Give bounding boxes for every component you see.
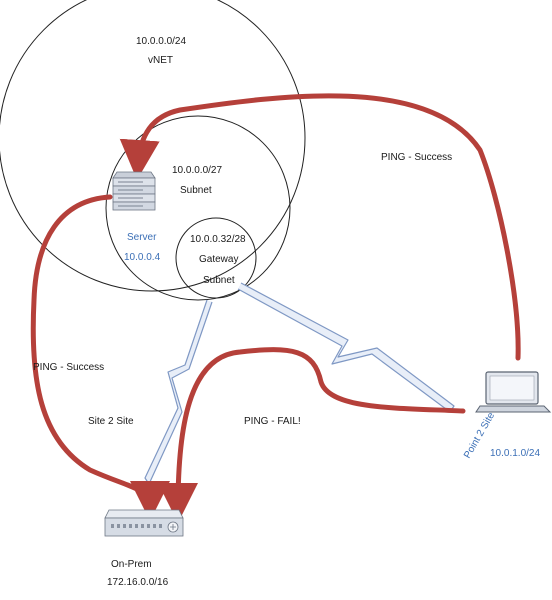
vnet-circle — [0, 0, 306, 292]
onprem-name-label: On-Prem — [111, 559, 152, 570]
subnet-circle — [105, 115, 291, 301]
arrow-p2s-onprem-fail — [158, 347, 466, 523]
ping-onprem-p2s-label: PING - FAIL! — [244, 416, 301, 427]
p2s-cidr-label: 10.0.1.0/24 — [490, 448, 540, 459]
vnet-name-label: vNET — [148, 55, 173, 66]
gateway-subnet-name-line1: Gateway — [199, 254, 238, 265]
subnet-name-label: Subnet — [180, 185, 212, 196]
subnet-cidr-label: 10.0.0.0/27 — [172, 165, 222, 176]
gateway-subnet-cidr-label: 10.0.0.32/28 — [190, 234, 246, 245]
site2site-label: Site 2 Site — [88, 416, 134, 427]
gateway-subnet-name-line2: Subnet — [203, 275, 235, 286]
laptop-icon — [475, 371, 552, 413]
router-icon — [104, 509, 184, 537]
arrow-server-onprem — [30, 194, 170, 521]
ping-p2s-server-label: PING - Success — [381, 152, 452, 163]
server-ip-label: 10.0.0.4 — [124, 252, 161, 263]
ping-onprem-server-label: PING - Success — [33, 362, 104, 373]
server-name-label: Server — [127, 232, 157, 243]
arrow-p2s-to-server — [119, 93, 521, 361]
vnet-cidr-label: 10.0.0.0/24 — [136, 36, 186, 47]
server-rack-icon — [112, 171, 156, 211]
onprem-cidr-label: 172.16.0.0/16 — [107, 577, 169, 588]
gateway-subnet-circle — [175, 217, 257, 299]
